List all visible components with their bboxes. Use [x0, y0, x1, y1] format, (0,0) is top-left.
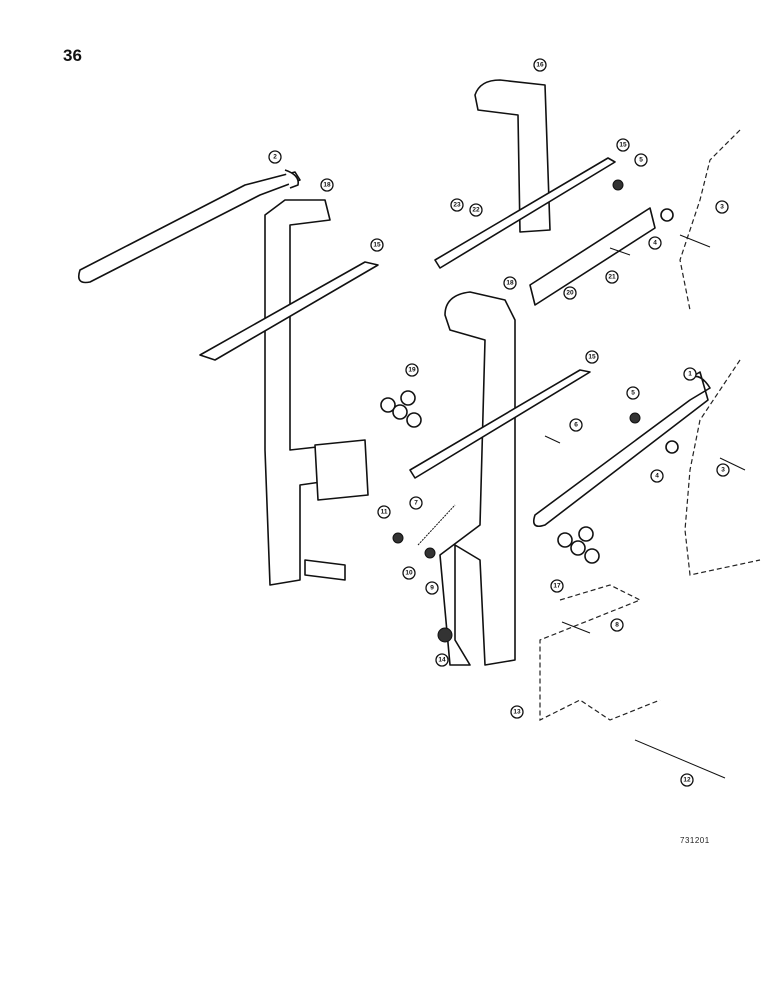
- plate-right-part-15: [409, 369, 591, 479]
- svg-text:3: 3: [721, 467, 725, 474]
- callout-15: 15: [370, 238, 384, 252]
- callout-5: 5: [634, 153, 648, 167]
- svg-text:15: 15: [619, 142, 627, 149]
- svg-text:18: 18: [323, 182, 331, 189]
- callout-23: 23: [450, 198, 464, 212]
- nut-part-5b: [629, 412, 641, 424]
- drawing-code: 731201: [680, 836, 710, 845]
- frame-outline-upper: [679, 129, 741, 311]
- callout-14: 14: [435, 653, 449, 667]
- callout-13: 13: [510, 705, 524, 719]
- svg-text:15: 15: [373, 242, 381, 249]
- svg-text:20: 20: [566, 290, 574, 297]
- frame-outline-middle: [684, 359, 761, 576]
- page-number: 36: [63, 46, 82, 65]
- svg-text:15: 15: [588, 354, 596, 361]
- svg-text:6: 6: [574, 422, 578, 429]
- callout-5: 5: [626, 386, 640, 400]
- callout-4: 4: [650, 469, 664, 483]
- washer-part-4: [660, 208, 674, 222]
- callouts: 2 18 15 16 15 5 23 22 3 4 21 20 18 19 15…: [268, 58, 730, 787]
- frame-outline-lower: [539, 584, 661, 721]
- nut-part-11: [392, 532, 404, 544]
- bracket-left-part-18: [264, 199, 369, 586]
- svg-text:22: 22: [472, 207, 480, 214]
- svg-text:2: 2: [273, 154, 277, 161]
- bolt-part-21: [609, 247, 631, 256]
- washer-part-4b: [665, 440, 679, 454]
- callout-10: 10: [402, 566, 416, 580]
- callout-22: 22: [469, 203, 483, 217]
- callout-18: 18: [320, 178, 334, 192]
- nut-part-14: [437, 627, 453, 643]
- plate-left-part-15: [199, 261, 379, 361]
- svg-text:16: 16: [536, 62, 544, 69]
- lever-part-1: [532, 371, 711, 528]
- svg-text:4: 4: [653, 240, 657, 247]
- svg-text:9: 9: [430, 585, 434, 592]
- svg-text:10: 10: [405, 570, 413, 577]
- nut-part-10: [424, 547, 436, 559]
- svg-text:14: 14: [438, 657, 446, 664]
- callout-11: 11: [377, 505, 391, 519]
- callout-12: 12: [680, 773, 694, 787]
- svg-text:11: 11: [381, 509, 388, 516]
- svg-text:21: 21: [608, 274, 616, 281]
- callout-8: 8: [610, 618, 624, 632]
- callout-1: 1: [683, 367, 697, 381]
- callout-16: 16: [533, 58, 547, 72]
- nut-part-5: [612, 179, 624, 191]
- chain-link-part-19: [380, 390, 422, 428]
- callout-3: 3: [715, 200, 729, 214]
- callout-20: 20: [563, 286, 577, 300]
- svg-text:19: 19: [408, 367, 416, 374]
- svg-text:18: 18: [506, 280, 514, 287]
- upper-bracket-part-16: [434, 79, 656, 306]
- lever-part-2: [77, 169, 301, 284]
- callout-7: 7: [409, 496, 423, 510]
- svg-text:17: 17: [553, 583, 561, 590]
- bolt-part-3b: [719, 457, 746, 471]
- svg-text:4: 4: [655, 473, 659, 480]
- bolt-part-3: [679, 234, 711, 248]
- bolt-part-8: [561, 621, 591, 634]
- callout-15: 15: [585, 350, 599, 364]
- bolt-part-12: [634, 739, 726, 779]
- callout-15: 15: [616, 138, 630, 152]
- svg-text:1: 1: [688, 371, 692, 378]
- callout-18: 18: [503, 276, 517, 290]
- svg-text:7: 7: [414, 500, 418, 507]
- callout-19: 19: [405, 363, 419, 377]
- callout-9: 9: [425, 581, 439, 595]
- svg-text:12: 12: [683, 777, 691, 784]
- callout-17: 17: [550, 579, 564, 593]
- callout-6: 6: [569, 418, 583, 432]
- svg-text:8: 8: [615, 622, 619, 629]
- callout-21: 21: [605, 270, 619, 284]
- chain-link-part-17: [557, 526, 600, 564]
- svg-text:5: 5: [631, 390, 635, 397]
- callout-3: 3: [716, 463, 730, 477]
- svg-text:23: 23: [453, 202, 461, 209]
- svg-text:3: 3: [720, 204, 724, 211]
- bracket-right-part-18: [439, 291, 516, 666]
- spring-part-7: [417, 504, 456, 546]
- callout-2: 2: [268, 150, 282, 164]
- svg-text:13: 13: [513, 709, 521, 716]
- callout-4: 4: [648, 236, 662, 250]
- pin-part-6: [544, 435, 561, 444]
- svg-text:5: 5: [639, 157, 643, 164]
